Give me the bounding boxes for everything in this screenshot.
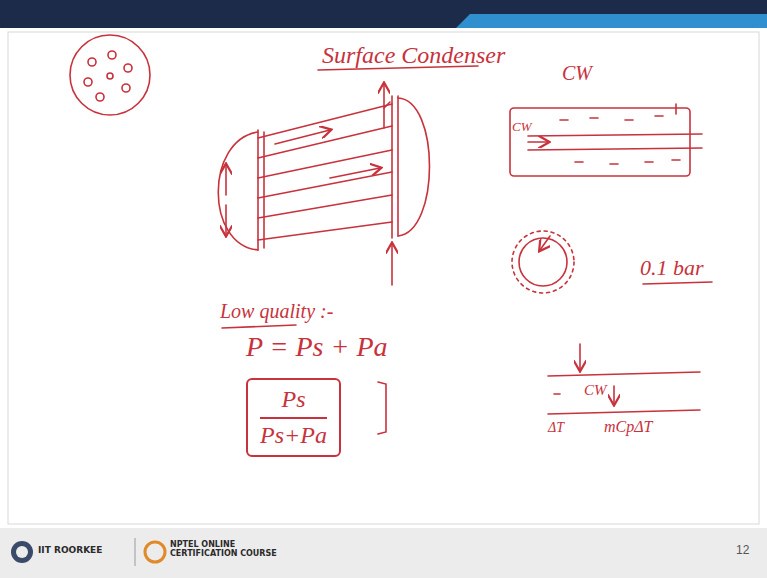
surface-condenser-shell bbox=[218, 84, 429, 285]
header-accent bbox=[456, 14, 767, 28]
handwritten-label: ΔT bbox=[548, 420, 564, 435]
footer-institute: IIT ROORKEE bbox=[38, 546, 102, 556]
title: Surface Condenser bbox=[322, 42, 505, 68]
handwritten-label: Low quality :- bbox=[220, 300, 333, 322]
header-bar bbox=[0, 0, 767, 28]
slide-frame bbox=[8, 32, 759, 524]
handwritten-label: mCpΔT bbox=[604, 418, 653, 436]
footer-bar bbox=[0, 528, 767, 578]
handwritten-label: P = Ps + Pa bbox=[246, 332, 388, 363]
nptel-logo bbox=[145, 542, 165, 562]
boxed-fraction: PsPs+Pa bbox=[246, 378, 341, 457]
iit-logo bbox=[11, 541, 33, 563]
denominator: Ps+Pa bbox=[260, 422, 327, 450]
footer-course: NPTEL ONLINE CERTIFICATION COURSE bbox=[170, 541, 280, 559]
handwritten-label: CW bbox=[562, 62, 592, 84]
handwritten-label: CW bbox=[512, 120, 532, 134]
tube-sheet-view bbox=[70, 35, 150, 115]
page-number: 12 bbox=[736, 544, 749, 557]
heat-transfer-sketch bbox=[548, 344, 700, 414]
handwritten-label: CW bbox=[584, 382, 607, 399]
tube-section-sketch bbox=[512, 231, 574, 293]
handwritten-label: 0.1 bar bbox=[640, 256, 704, 280]
numerator: Ps bbox=[260, 386, 327, 419]
tube-in-shell-sketch bbox=[510, 104, 702, 176]
